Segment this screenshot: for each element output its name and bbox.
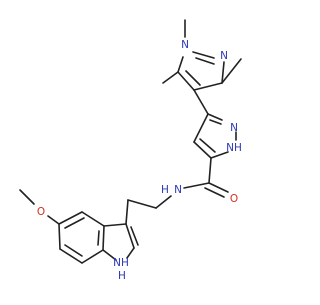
structure-svg: N N N NH N H O O NH H bbox=[19, 19, 242, 282]
amide-n-atom-label: N bbox=[174, 184, 182, 196]
indole-ring bbox=[19, 189, 139, 264]
pyrazole-n-atom-label: N bbox=[230, 122, 238, 134]
carbonyl-o-atom-label: O bbox=[230, 193, 238, 205]
trimethylpyrazole-ring bbox=[162, 19, 242, 115]
amide-h-atom-label: H bbox=[161, 184, 169, 196]
methoxy-o-atom-label: O bbox=[37, 206, 45, 218]
n-ring-top-atom-label: N bbox=[220, 50, 228, 62]
indole-h-atom-label: H bbox=[118, 270, 126, 282]
n-methyl-atom-label: N bbox=[181, 39, 189, 51]
pyrazole-ring bbox=[193, 113, 237, 159]
carboxamide-group bbox=[125, 157, 229, 225]
pyrazole-nh-atom-label: NH bbox=[226, 142, 242, 154]
indole-nh-atom-label: NH bbox=[113, 257, 129, 269]
molecule-diagram: N N N NH N H O O NH H bbox=[19, 19, 242, 282]
